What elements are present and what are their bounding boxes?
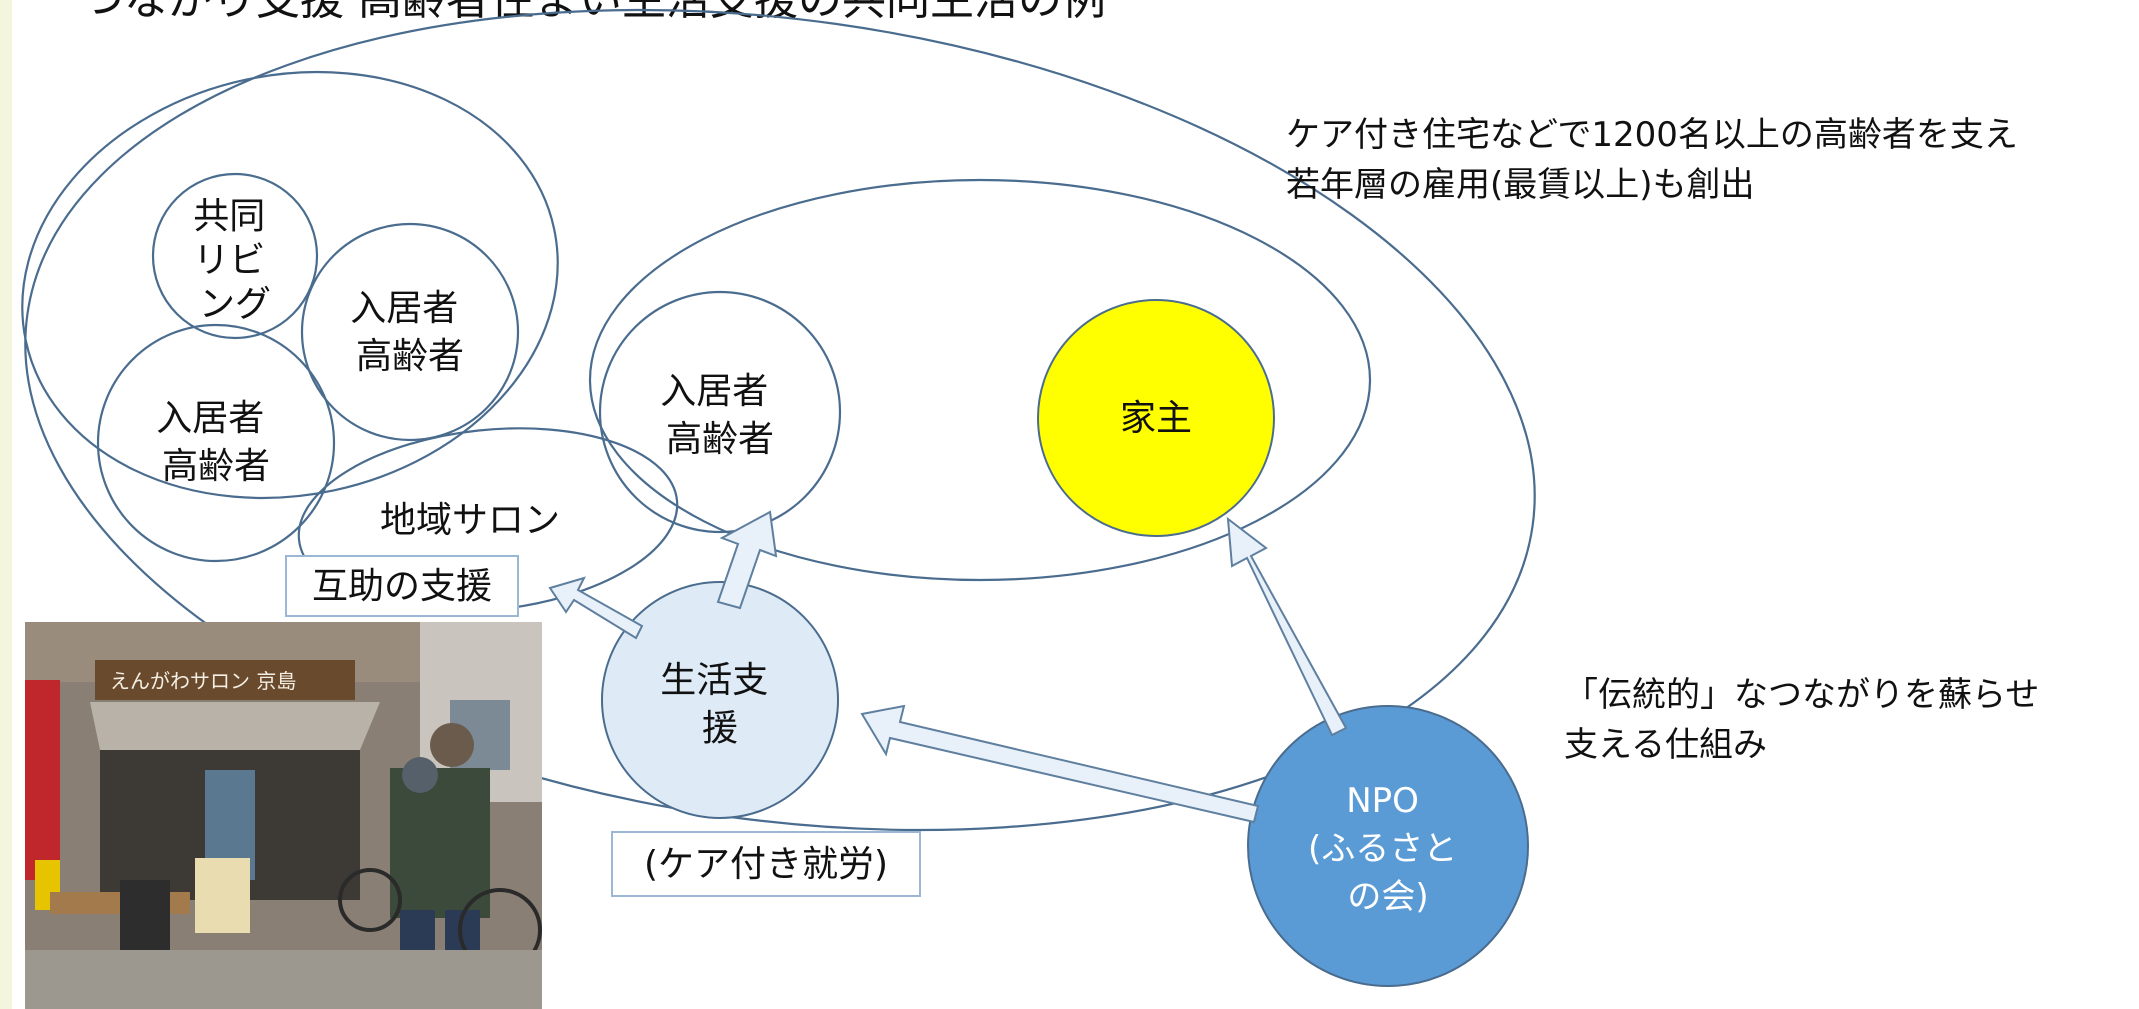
arrow-npo-to-landlord (1226, 516, 1348, 737)
mutual-support-label: 互助の支援 (312, 566, 492, 607)
resident-c-label: 入居者 高齢者 (660, 371, 779, 460)
resident-circle-b (96, 323, 336, 563)
landlord-area-ellipse (588, 178, 1372, 582)
npo-circle (1247, 705, 1529, 987)
shared-living-label: 共同 リビ ング (193, 196, 276, 325)
resident-circle-c (598, 290, 842, 534)
residents-group-ellipse (21, 70, 559, 500)
salon-sign-text: えんがわサロン 京島 (110, 669, 296, 693)
landlord-circle (1037, 299, 1275, 537)
slide-left-accent-bar (0, 0, 12, 1009)
care-work-box (611, 831, 921, 897)
resident-circle-a (300, 222, 520, 442)
landlord-label: 家主 (1120, 398, 1192, 439)
top-note: ケア付き住宅などで1200名以上の高齢者を支え 若年層の雇用(最賃以上)も創出 (1286, 115, 2029, 205)
arrow-life-support-to-resident (716, 510, 778, 610)
resident-b-label: 入居者 高齢者 (156, 398, 275, 487)
life-support-circle (601, 581, 839, 819)
care-work-label: (ケア付き就労) (644, 844, 888, 885)
shared-living-circle (151, 172, 319, 340)
life-support-label: 生活支 援 (660, 660, 779, 749)
slide-title: つながり支援 高齢者住まい生活支援の共同生活の例 (80, 0, 1106, 25)
resident-a-label: 入居者 高齢者 (350, 288, 469, 377)
community-salon-label: 地域サロン (380, 500, 560, 541)
right-note: 「伝統的」なつながりを蘇らせ 支える仕組み (1564, 675, 2050, 765)
mutual-support-box (285, 555, 519, 617)
arrow-npo-to-life-support (860, 704, 1260, 824)
salon-storefront-photo: えんがわサロン 京島 (25, 622, 542, 1009)
npo-label: NPO (ふるさと の会) (1308, 781, 1468, 917)
arrow-life-support-to-mutual-aid (548, 576, 644, 640)
